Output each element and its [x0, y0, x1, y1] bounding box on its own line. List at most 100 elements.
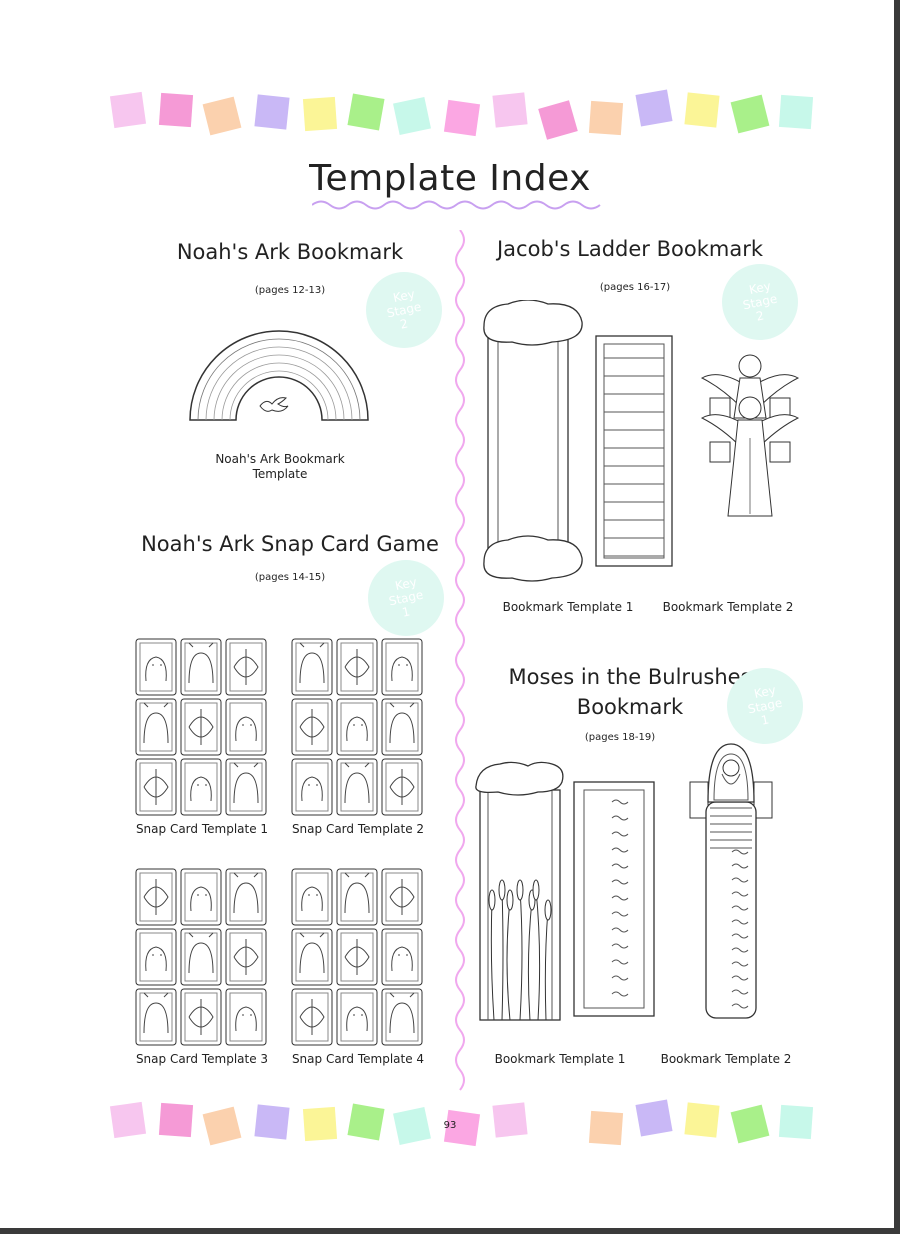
- snap-card-inner-border: [340, 702, 374, 752]
- snap-card-animal-sketch: [346, 1006, 368, 1032]
- snap-card-inner-border: [229, 642, 263, 692]
- snap-card-animal-sketch: [235, 1006, 257, 1032]
- snap-card-animal-sketch: [143, 769, 169, 805]
- confetti-border-top: [0, 88, 900, 148]
- water-squiggle: [611, 799, 629, 805]
- water-squiggle: [611, 911, 629, 917]
- snap-card-inner-border: [295, 762, 329, 812]
- pages-reference: (pages 12-13): [254, 285, 326, 296]
- key-stage-badge: Key Stage 1: [368, 560, 444, 636]
- snap-card-inner-border: [385, 932, 419, 982]
- snap-card-animal-sketch: [233, 762, 259, 804]
- snap-card: [180, 928, 222, 986]
- snap-card-animal-sketch: [344, 939, 370, 975]
- rainbow-bookmark-illustration: [189, 330, 369, 421]
- snap-card-animal-sketch: [299, 709, 325, 745]
- snap-card: [381, 928, 423, 986]
- water-squiggle: [611, 879, 629, 885]
- snap-card-animal-sketch: [346, 716, 368, 742]
- water-squiggle: [731, 947, 749, 953]
- snap-card-inner-border: [340, 762, 374, 812]
- snap-card: [381, 638, 423, 696]
- snap-card: [291, 638, 333, 696]
- snap-card-template-2-illustration: [291, 638, 423, 816]
- snap-card-animal-sketch: [344, 649, 370, 685]
- snap-card-inner-border: [229, 702, 263, 752]
- confetti-square: [254, 94, 290, 130]
- snap-card-inner-border: [184, 872, 218, 922]
- water-squiggle: [611, 863, 629, 869]
- snap-card: [135, 928, 177, 986]
- snap-card: [135, 988, 177, 1046]
- snap-card-inner-border: [229, 932, 263, 982]
- snap-card-inner-border: [139, 642, 173, 692]
- key-stage-badge: Key Stage 2: [366, 272, 442, 348]
- snap-card-animal-sketch: [190, 886, 212, 912]
- snap-card-animal-sketch: [188, 642, 214, 684]
- snap-card-animal-sketch: [233, 649, 259, 685]
- snap-card: [225, 758, 267, 816]
- page-edge-bottom: [0, 1228, 900, 1234]
- snap-card-animal-sketch: [344, 872, 370, 914]
- water-squiggle: [731, 989, 749, 995]
- snap-card-inner-border: [184, 932, 218, 982]
- caption-moses-bookmark-template-2: Bookmark Template 2: [660, 1052, 792, 1066]
- pages-reference: (pages 18-19): [584, 732, 656, 743]
- moses-bookmark-template-1b-illustration: [573, 781, 655, 1017]
- snap-card: [225, 698, 267, 756]
- snap-card-inner-border: [295, 992, 329, 1042]
- water-squiggle: [731, 1003, 749, 1009]
- water-squiggle: [731, 849, 749, 855]
- snap-card-inner-border: [295, 702, 329, 752]
- snap-card-inner-border: [295, 932, 329, 982]
- moses-bookmark-template-1a-illustration: [475, 761, 564, 1021]
- snap-card-animal-sketch: [233, 939, 259, 975]
- snap-card-inner-border: [139, 702, 173, 752]
- snap-card-template-4-illustration: [291, 868, 423, 1046]
- snap-card-animal-sketch: [299, 642, 325, 684]
- snap-card: [291, 758, 333, 816]
- caption-jacobs-bookmark-template-2: Bookmark Template 2: [662, 600, 794, 614]
- water-squiggle: [611, 959, 629, 965]
- caption-snap-card-template-3: Snap Card Template 3: [135, 1052, 269, 1066]
- snap-card-template-1-illustration: [135, 638, 267, 816]
- caption-jacobs-bookmark-template-1: Bookmark Template 1: [502, 600, 634, 614]
- snap-card: [291, 928, 333, 986]
- snap-card-inner-border: [229, 992, 263, 1042]
- confetti-square: [635, 89, 673, 127]
- snap-card-inner-border: [340, 992, 374, 1042]
- snap-card-inner-border: [385, 642, 419, 692]
- snap-card-animal-sketch: [389, 769, 415, 805]
- caption-moses-bookmark-template-1: Bookmark Template 1: [494, 1052, 626, 1066]
- title-underline: [312, 200, 601, 210]
- snap-card-inner-border: [340, 932, 374, 982]
- section-title-moses: Moses in the Bulrushes Bookmark: [508, 665, 752, 719]
- confetti-square: [730, 94, 770, 134]
- snap-card: [381, 698, 423, 756]
- snap-card-inner-border: [139, 762, 173, 812]
- snap-card-animal-sketch: [235, 716, 257, 742]
- snap-card-animal-sketch: [143, 702, 169, 744]
- snap-card-inner-border: [139, 932, 173, 982]
- snap-card-animal-sketch: [188, 932, 214, 974]
- snap-card: [336, 698, 378, 756]
- snap-card: [336, 988, 378, 1046]
- snap-card: [336, 868, 378, 926]
- snap-card-animal-sketch: [301, 776, 323, 802]
- snap-card-animal-sketch: [391, 946, 413, 972]
- snap-card-animal-sketch: [344, 762, 370, 804]
- key-stage-badge: Key Stage 2: [722, 264, 798, 340]
- snap-card-animal-sketch: [391, 656, 413, 682]
- snap-card-inner-border: [229, 762, 263, 812]
- snap-card-inner-border: [385, 702, 419, 752]
- snap-card-inner-border: [184, 702, 218, 752]
- snap-card: [180, 758, 222, 816]
- jacobs-ladder-bookmark-template-1b-illustration: [595, 335, 673, 567]
- water-squiggle: [611, 927, 629, 933]
- snap-card-animal-sketch: [145, 656, 167, 682]
- section-title-noahs-ark-bookmark: Noah's Ark Bookmark: [176, 240, 404, 264]
- snap-card: [135, 698, 177, 756]
- snap-card: [225, 868, 267, 926]
- snap-card-inner-border: [184, 992, 218, 1042]
- confetti-square: [778, 94, 814, 130]
